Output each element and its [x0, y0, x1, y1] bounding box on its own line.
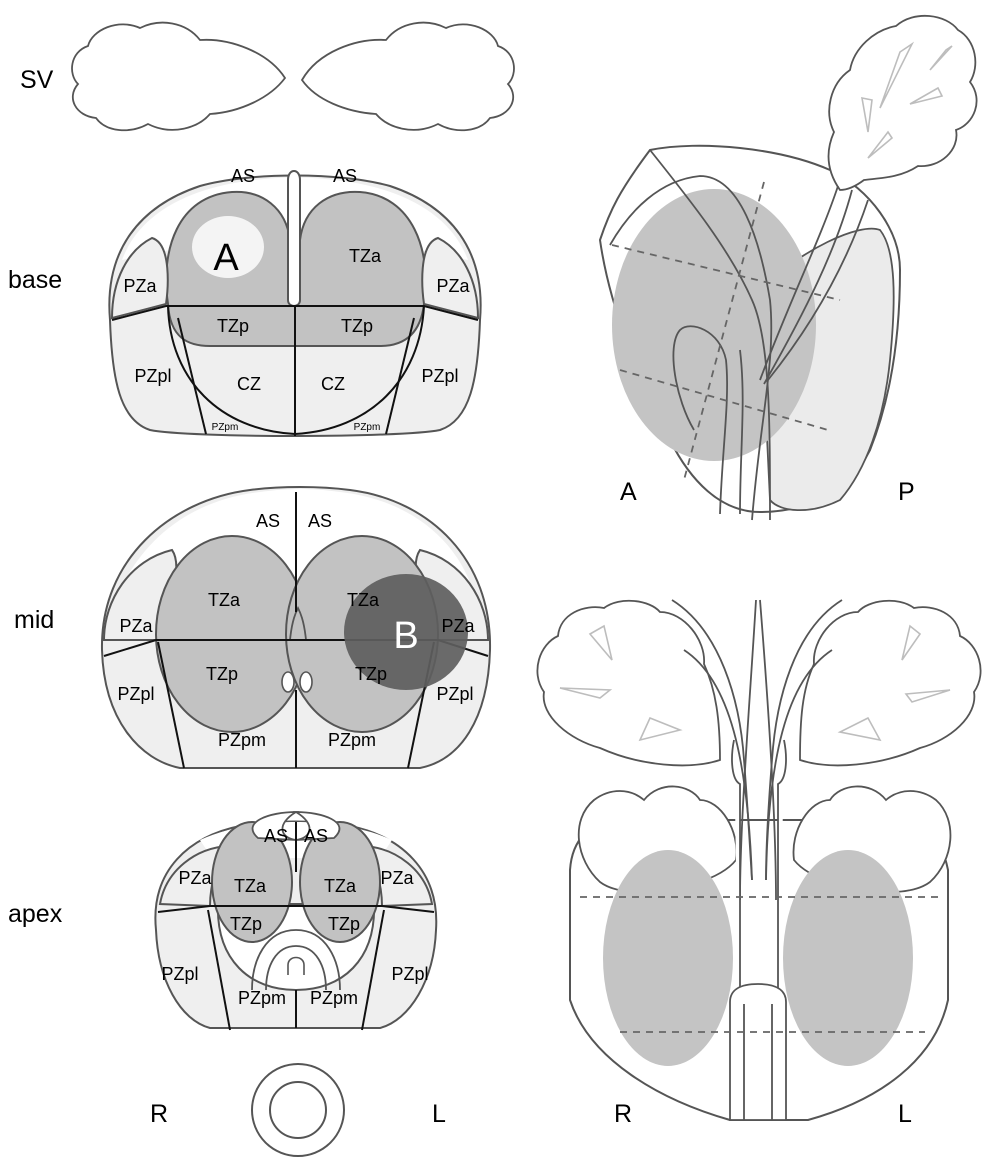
apex-urethra-core	[288, 958, 304, 976]
mid-label-pzpm-right: PZpm	[218, 730, 266, 750]
base-label-pzpl-left: PZpl	[421, 366, 458, 386]
mid-label-tzp-left: TZp	[355, 664, 387, 684]
mid-label-pza-left: PZa	[441, 616, 475, 636]
sagittal-seminal-vesicle	[829, 16, 977, 190]
mid-section	[102, 487, 490, 768]
mid-ejaculatory-duct-right	[282, 672, 294, 692]
apex-label-pza-left: PZa	[380, 868, 414, 888]
lesion-a-label: A	[213, 237, 239, 279]
level-label-sv: SV	[20, 66, 54, 94]
apex-label-as-left: AS	[304, 826, 328, 846]
coronal-view	[537, 600, 980, 1120]
coronal-verumontanum	[730, 984, 786, 1120]
base-urethra	[288, 171, 300, 306]
base-label-as-left: AS	[333, 166, 357, 186]
coronal-lesion-right	[603, 850, 733, 1066]
level-label-mid: mid	[14, 606, 54, 634]
base-label-pzpm-right: PZpm	[212, 422, 239, 433]
mid-label-pzpm-left: PZpm	[328, 730, 376, 750]
lesion-b-label: B	[393, 615, 418, 657]
sagittal-view	[600, 16, 977, 520]
base-label-cz-right: CZ	[237, 374, 261, 394]
base-label-as-right: AS	[231, 166, 255, 186]
seminal-vesicle-right	[72, 23, 285, 131]
base-label-tzp-left: TZp	[341, 316, 373, 336]
coronal-orientation-left: L	[898, 1100, 912, 1128]
coronal-seminal-vesicle-left	[800, 601, 981, 766]
base-label-pza-right: PZa	[123, 276, 157, 296]
apex-label-pzpm-left: PZpm	[310, 988, 358, 1008]
sagittal-orientation-anterior: A	[620, 478, 637, 506]
base-label-tzp-right: TZp	[217, 316, 249, 336]
mid-label-as-right: AS	[256, 511, 280, 531]
apex-label-pzpl-right: PZpl	[161, 964, 198, 984]
level-label-base: base	[8, 266, 62, 294]
coronal-lesion-left	[783, 850, 913, 1066]
apex-section	[155, 812, 436, 1030]
apex-label-tza-right: TZa	[234, 876, 267, 896]
urethral-sphincter	[252, 1064, 344, 1156]
mid-label-tzp-right: TZp	[206, 664, 238, 684]
axial-orientation-right: R	[150, 1100, 168, 1128]
sagittal-lesion-ellipse	[612, 189, 816, 461]
apex-label-tza-left: TZa	[324, 876, 357, 896]
seminal-vesicles	[72, 23, 514, 131]
mid-label-pzpl-right: PZpl	[117, 684, 154, 704]
base-label-pzpm-left: PZpm	[354, 422, 381, 433]
mid-label-tza-right: TZa	[208, 590, 241, 610]
apex-label-tzp-left: TZp	[328, 914, 360, 934]
mid-label-tza-left: TZa	[347, 590, 380, 610]
coronal-seminal-vesicle-right	[537, 601, 720, 766]
axial-orientation-left: L	[432, 1100, 446, 1128]
sagittal-orientation-posterior: P	[898, 478, 915, 506]
seminal-vesicle-left	[302, 23, 514, 131]
base-label-pzpl-right: PZpl	[134, 366, 171, 386]
base-label-tza-left: TZa	[349, 246, 382, 266]
apex-label-pzpl-left: PZpl	[391, 964, 428, 984]
mid-label-pza-right: PZa	[119, 616, 153, 636]
mid-label-pzpl-left: PZpl	[436, 684, 473, 704]
level-label-apex: apex	[8, 900, 63, 928]
base-section	[109, 171, 480, 436]
mid-label-as-left: AS	[308, 511, 332, 531]
coronal-orientation-right: R	[614, 1100, 632, 1128]
apex-label-pzpm-right: PZpm	[238, 988, 286, 1008]
base-label-cz-left: CZ	[321, 374, 345, 394]
apex-label-as-right: AS	[264, 826, 288, 846]
mid-ejaculatory-duct-left	[300, 672, 312, 692]
apex-label-tzp-right: TZp	[230, 914, 262, 934]
base-label-pza-left: PZa	[436, 276, 470, 296]
apex-label-pza-right: PZa	[178, 868, 212, 888]
